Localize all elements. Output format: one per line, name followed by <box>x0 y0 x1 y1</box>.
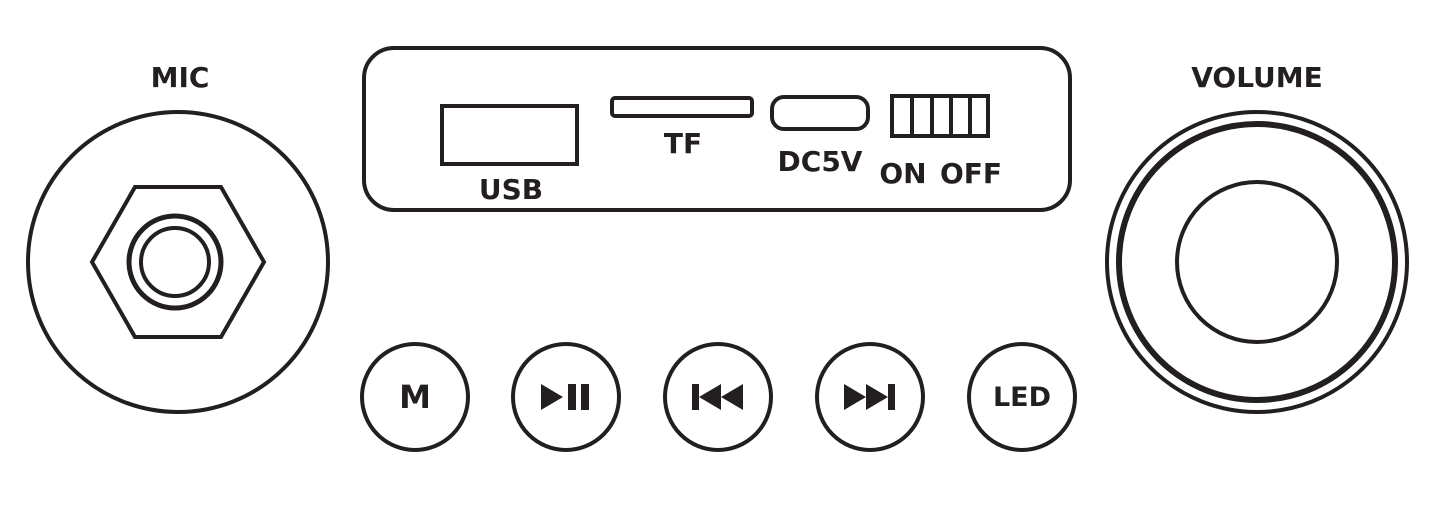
mode-button-label: M <box>399 378 431 416</box>
mic-label: MIC <box>150 61 210 94</box>
previous-button[interactable] <box>663 342 773 452</box>
port-panel <box>362 46 1072 212</box>
led-button[interactable]: LED <box>967 342 1077 452</box>
next-track-icon <box>844 384 895 410</box>
play-pause-icon <box>541 384 589 410</box>
usb-port[interactable] <box>440 104 579 166</box>
dc-label: DC5V <box>777 145 863 178</box>
hex-nut-icon <box>89 185 267 339</box>
volume-knob[interactable] <box>1105 110 1409 414</box>
on-label: ON <box>879 157 927 190</box>
previous-track-icon <box>692 384 743 410</box>
mic-jack-inner <box>139 226 211 298</box>
led-button-label: LED <box>992 381 1052 413</box>
volume-label: VOLUME <box>1191 61 1323 94</box>
mic-jack-outer[interactable] <box>126 213 224 311</box>
tf-card-slot[interactable] <box>610 96 754 118</box>
next-button[interactable] <box>815 342 925 452</box>
dc-power-port[interactable] <box>770 95 870 131</box>
power-switch[interactable] <box>890 94 990 138</box>
mode-button[interactable]: M <box>360 342 470 452</box>
mic-bezel <box>26 110 330 414</box>
tf-label: TF <box>663 127 703 160</box>
play-pause-button[interactable] <box>511 342 621 452</box>
off-label: OFF <box>939 157 1003 190</box>
usb-label: USB <box>478 173 544 206</box>
